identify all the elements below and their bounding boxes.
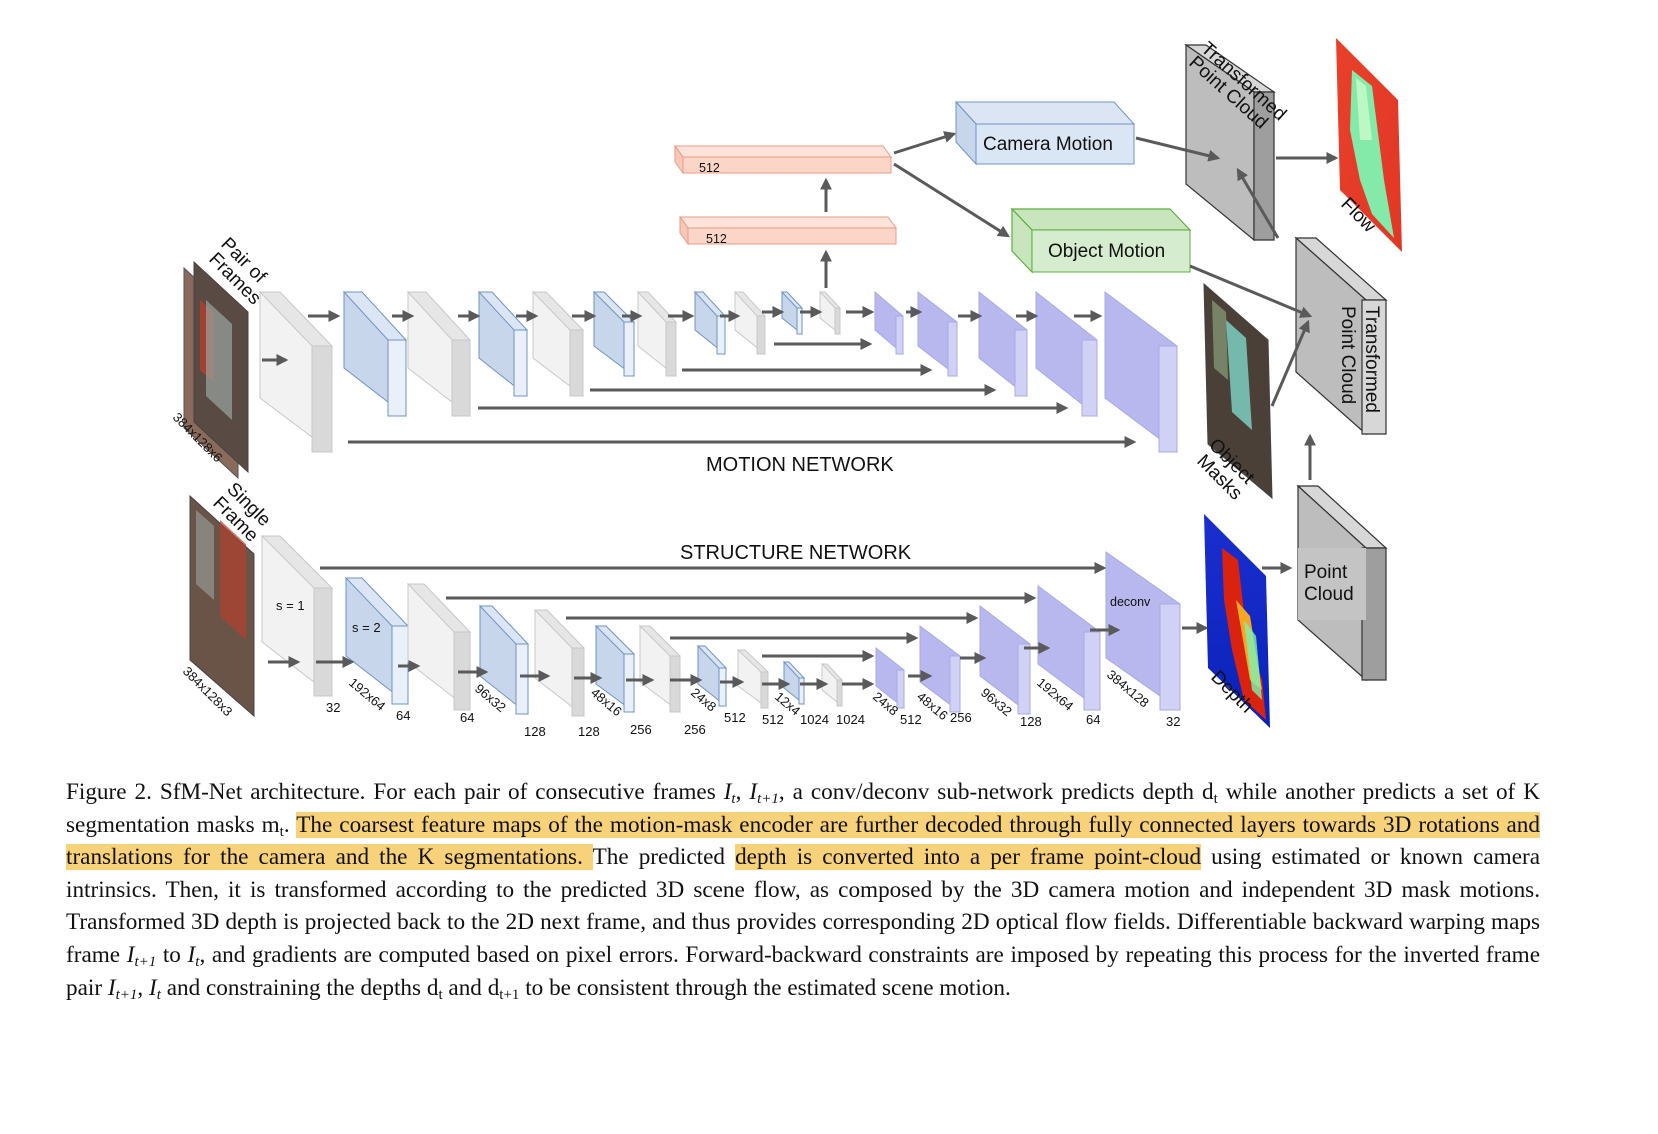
transformed-point-cloud-mid: Transformed Point Cloud (1294, 236, 1388, 436)
math-dt: dt (426, 974, 443, 1003)
motion-conv-layer (592, 291, 636, 377)
dim-label: 256 (950, 710, 972, 725)
camera-motion-label: Camera Motion (983, 134, 1113, 155)
motion-deconv-layer (874, 290, 904, 356)
structure-network-label: STRUCTURE NETWORK (680, 542, 912, 564)
motion-conv-layer (733, 290, 767, 356)
point-cloud-label: Cloud (1304, 584, 1354, 605)
dim-label: 64 (396, 708, 410, 723)
structure-conv-layer: s = 1 (260, 535, 334, 698)
structure-deconv-layer: deconv (1105, 551, 1181, 711)
deconv-label: deconv (1110, 595, 1151, 609)
transformed-pc-mid-label: Transformed (1361, 306, 1382, 413)
fc-label: 512 (706, 232, 727, 246)
structure-conv-layer (736, 649, 770, 709)
caption-text: , and gradients are computed based on pi… (66, 941, 1540, 1001)
structure-conv-layer (782, 660, 806, 706)
point-cloud-block: Point Cloud (1296, 484, 1388, 682)
structure-deconv-layer (875, 646, 905, 710)
dim-label: 128 (524, 724, 546, 739)
fc-label: 512 (699, 161, 720, 175)
math-mt: mt (261, 811, 284, 840)
motion-conv-layer (780, 290, 804, 336)
object-motion-label: Object Motion (1048, 241, 1165, 262)
caption-text: The predicted (592, 844, 736, 871)
math-dt: dt (1201, 779, 1218, 807)
architecture-figure: Pair of Frames 384x128x6 (170, 38, 1402, 739)
structure-conv-layer (594, 625, 636, 713)
motion-deconv-layer (978, 290, 1028, 398)
math-It: It (187, 941, 200, 970)
motion-conv-layer (818, 290, 842, 336)
motion-conv-layer (477, 290, 529, 398)
structure-conv-layer (820, 662, 844, 708)
dim-label: 512 (724, 710, 746, 725)
dim-label: 64 (460, 710, 474, 725)
dim-label: 512 (762, 712, 784, 727)
single-frame-image (189, 494, 255, 718)
point-cloud-label: Point (1304, 562, 1348, 583)
structure-conv-layer (696, 644, 728, 708)
object-motion-block: Object Motion (1010, 207, 1192, 274)
dim-label: 128 (1020, 714, 1042, 729)
dim-label: 1024 (800, 712, 829, 727)
structure-conv-layer (406, 582, 472, 712)
math-It: It (148, 974, 161, 1003)
caption-text: Figure 2. SfM-Net architecture. For each… (66, 779, 724, 805)
dim-label: 128 (578, 724, 600, 739)
motion-deconv-layer (1035, 290, 1098, 418)
motion-network: Pair of Frames 384x128x6 (170, 38, 1402, 504)
dim-label: 256 (630, 722, 652, 737)
structure-conv-layer (638, 625, 682, 713)
caption-text: while another predicts a set of (1217, 779, 1524, 805)
figure-caption: Figure 2. SfM-Net architecture. For each… (66, 779, 1541, 1003)
structure-deconv-layer (919, 625, 961, 713)
motion-network-label: MOTION NETWORK (706, 454, 894, 476)
structure-conv-layer: s = 2 (344, 576, 410, 706)
dim-label: 32 (1166, 714, 1180, 729)
depth-image (1204, 514, 1270, 728)
dim-label: 512 (900, 712, 922, 727)
transformed-point-cloud-top: Transformed Point Cloud (1184, 38, 1290, 242)
motion-conv-layer (531, 290, 585, 398)
dim-label: 1024 (836, 712, 865, 727)
caption-text: using estimated or known camera intrinsi… (66, 844, 1541, 968)
transformed-pc-mid-label: Point Cloud (1337, 306, 1358, 404)
object-masks-image (1203, 282, 1273, 500)
motion-deconv-layer (917, 290, 958, 378)
math-It1: It+1 (126, 941, 157, 970)
highlight-2: depth is converted into a per frame poin… (735, 844, 1202, 871)
stride-label: s = 2 (352, 620, 381, 635)
motion-conv-layer (258, 291, 334, 453)
math-It: It (723, 779, 736, 807)
structure-conv-layer (478, 604, 530, 716)
fc-layer: 512 (679, 215, 897, 246)
motion-conv-layer (406, 290, 472, 418)
dim-label: 256 (684, 722, 706, 737)
stride-label: s = 1 (276, 598, 305, 613)
caption-text: , a conv/deconv sub-network predicts dep… (778, 779, 1202, 805)
math-K: K (1523, 779, 1540, 805)
structure-deconv-layer (979, 604, 1031, 716)
structure-deconv-layer (1037, 585, 1101, 711)
fc-layer: 512 (674, 144, 892, 175)
pair-of-frames-image (183, 260, 249, 480)
dim-label: 32 (326, 700, 340, 715)
caption-text: to be consistent through the estimated s… (519, 974, 1011, 1001)
motion-conv-layer (693, 290, 727, 356)
caption-text: segmentation masks (66, 811, 262, 838)
flow-image (1336, 38, 1402, 252)
camera-motion-block: Camera Motion (954, 100, 1136, 166)
structure-network: Single Frame 384x128x3 s = 1 s = 2 (180, 433, 1388, 739)
dim-label: 64 (1086, 712, 1100, 727)
motion-conv-layer (636, 290, 678, 378)
math-It1: It+1 (749, 779, 779, 807)
motion-deconv-layer (1104, 291, 1178, 453)
math-dt1: dt+1 (487, 974, 520, 1003)
structure-conv-layer (533, 608, 586, 718)
motion-conv-layer (342, 290, 408, 418)
math-It1: It+1 (107, 974, 138, 1003)
caption-text: and constraining the depths (160, 974, 427, 1001)
